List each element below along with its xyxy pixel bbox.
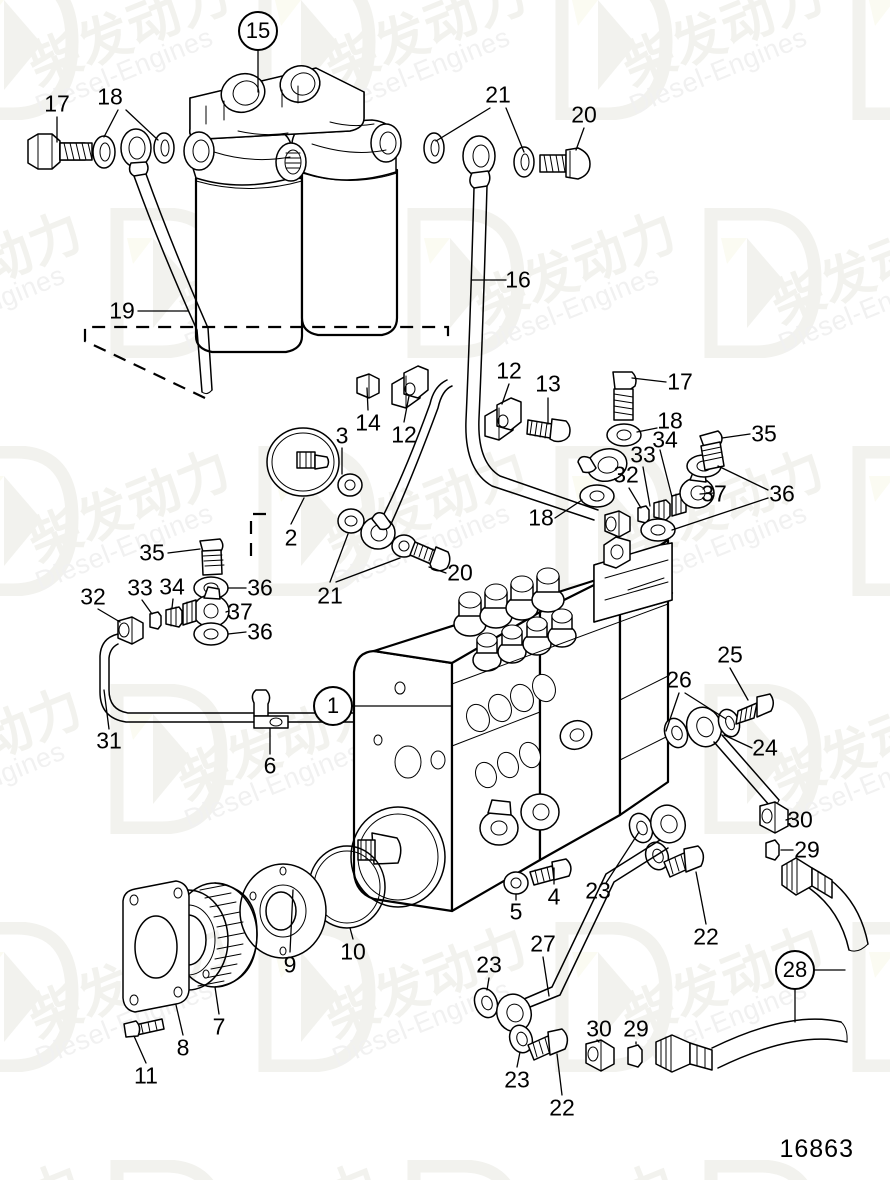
callout-10: 10 [340,938,366,965]
callout-34: 34 [652,426,678,453]
callout-34: 34 [159,573,185,600]
callout-12: 12 [496,357,522,384]
callout-29: 29 [623,1015,649,1042]
callout-6: 6 [263,752,277,779]
part-33-sleeve-left [149,611,162,630]
callout-30: 30 [586,1015,612,1042]
part-19-pipe-banjo-end [120,128,152,177]
part-20-banjo-bolt-mid [409,541,451,572]
callout-1: 1 [313,686,353,726]
part-12-clamp-b [484,397,522,441]
part-29-sleeve-right [765,839,780,861]
part-23-washer-low-a [473,987,499,1019]
callout-13: 13 [535,370,561,397]
part-21-washer-right-b [513,146,535,178]
callout-20: 20 [571,101,597,128]
part-13-screw [526,418,571,443]
callout-21: 21 [485,81,511,108]
callout-17: 17 [667,368,693,395]
callout-18: 18 [528,504,554,531]
callout-20: 20 [447,559,473,586]
part-12-clamp-a [391,365,429,409]
part-28-hose-upper [781,857,869,952]
part-17-banjo-bolt-right [612,371,637,421]
part-11-screw [123,1018,165,1038]
callout-23: 23 [585,877,611,904]
part-4-screw [529,858,572,886]
callout-19: 19 [109,297,135,324]
callout-36: 36 [247,574,273,601]
part-17-banjo-bolt-left [27,133,93,170]
callout-37: 37 [701,480,727,507]
part-16-pipe-banjo-end [462,135,496,189]
callout-15: 15 [238,11,278,51]
callout-27: 27 [530,930,556,957]
callout-23: 23 [476,951,502,978]
callout-16: 16 [505,266,531,293]
fuel-pipe-mid [383,379,453,525]
part-18-sealing-washer-left-a [92,135,116,169]
callout-11: 11 [134,1062,158,1089]
part-21-washer-right-a [423,132,445,164]
callout-22: 22 [693,923,719,950]
callout-32: 32 [80,583,106,610]
part-32-union-nut-left [117,616,144,645]
callout-18: 18 [657,407,683,434]
part-27-banjo-eye-up [650,804,686,844]
part-23-washer-low-b [508,1024,534,1054]
callout-31: 31 [96,727,122,754]
callout-7: 7 [212,1013,226,1040]
callout-3: 3 [335,422,349,449]
callout-21: 21 [317,582,343,609]
part-6-pipe-clamp [251,689,289,729]
callout-12: 12 [391,421,417,448]
part-36-washer-left-b [193,622,229,646]
callout-30: 30 [787,806,813,833]
callout-28: 28 [775,950,815,990]
part-34-nipple-left [165,606,183,628]
callout-33: 33 [127,574,153,601]
callout-2: 2 [284,524,298,551]
callout-24: 24 [752,734,778,761]
callout-35: 35 [139,539,165,566]
part-35-bolt-right [699,430,725,471]
part-22-banjo-bolt-up [663,845,705,878]
callout-26: 26 [666,666,692,693]
part-20-banjo-bolt-right [539,147,591,180]
part-14-nut [356,373,380,399]
part-8-bearing-plate [122,880,190,1013]
callout-9: 9 [283,951,297,978]
callout-36: 36 [247,618,273,645]
callout-35: 35 [751,420,777,447]
figure-number: 16863 [779,1135,854,1163]
callout-37: 37 [227,598,253,625]
callout-29: 29 [794,836,820,863]
callout-32: 32 [613,461,639,488]
callout-17: 17 [44,90,70,117]
callout-18: 18 [97,83,123,110]
callout-14: 14 [355,409,381,436]
part-37-elbow-left [182,586,230,628]
part-18-washer-right-a [606,423,642,447]
callout-36: 36 [769,480,795,507]
part-21-washer-mid-b [391,534,417,558]
callout-8: 8 [176,1034,190,1061]
callout-22: 22 [549,1094,575,1121]
part-18-sealing-washer-left-b [153,132,175,164]
callout-23: 23 [504,1066,530,1093]
callout-25: 25 [717,641,743,668]
part-35-bolt-left [199,538,225,576]
callout-4: 4 [547,883,561,910]
part-23-washer-up-a [628,812,654,844]
callout-5: 5 [509,898,523,925]
